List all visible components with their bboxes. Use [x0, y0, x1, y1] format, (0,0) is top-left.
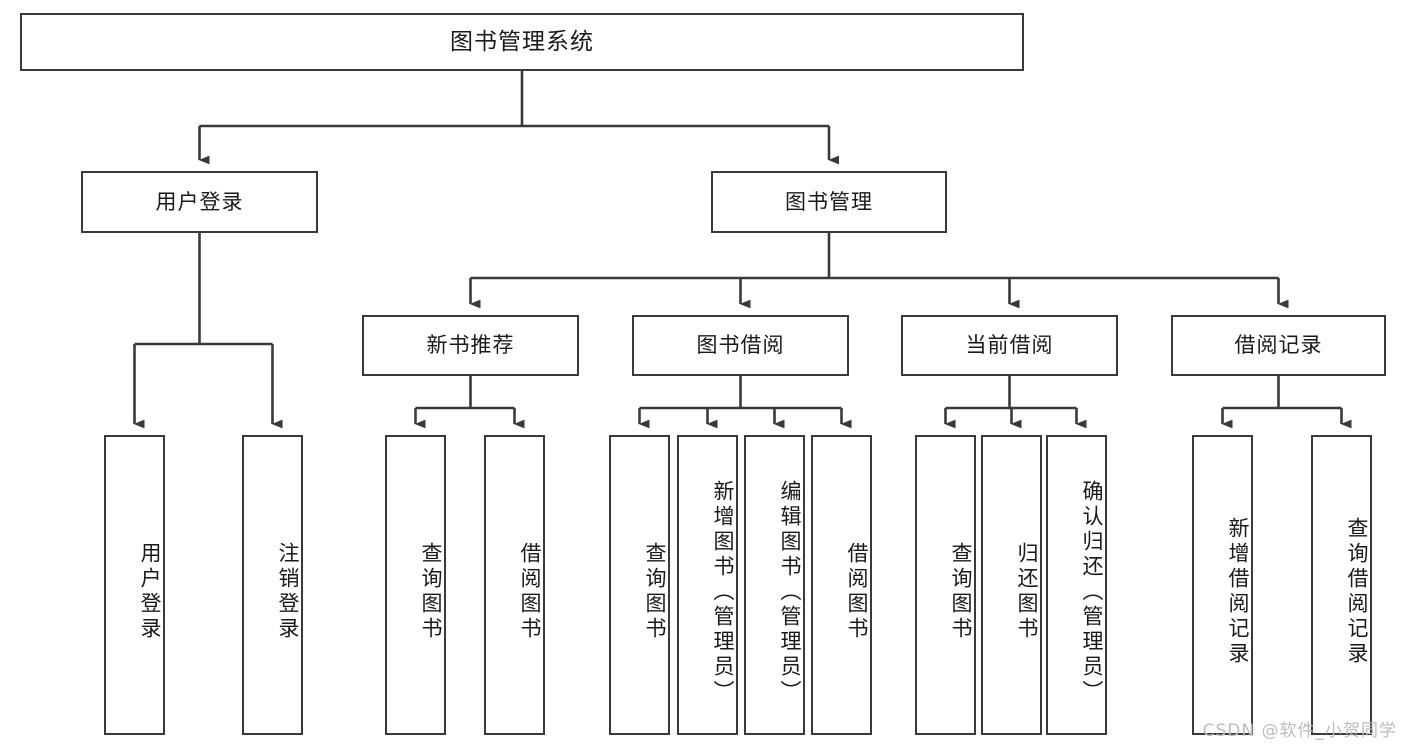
node-l4_2[interactable]: 查询图书 — [385, 435, 446, 735]
node-l2_1[interactable]: 图书管理 — [711, 171, 947, 233]
node-l2_0[interactable]: 用户登录 — [81, 171, 318, 233]
node-label: 图书管理 — [785, 189, 873, 214]
node-label: 编辑图书（管理员） — [778, 479, 802, 705]
node-label: 借阅记录 — [1234, 333, 1323, 358]
node-label: 查询借阅记录 — [1345, 517, 1369, 667]
node-label: 查询图书 — [419, 542, 443, 642]
node-label: 当前借阅 — [965, 333, 1054, 358]
node-label: 用户登录 — [155, 189, 244, 214]
node-l3_3[interactable]: 借阅记录 — [1171, 315, 1386, 376]
node-l4_0[interactable]: 用户登录 — [104, 435, 165, 735]
node-label: 图书管理系统 — [450, 28, 594, 55]
node-l4_11[interactable]: 新增借阅记录 — [1192, 435, 1253, 735]
node-l4_6[interactable]: 编辑图书（管理员） — [744, 435, 805, 735]
node-label: 借阅图书 — [845, 542, 869, 642]
node-label: 图书借阅 — [696, 333, 785, 358]
node-l4_8[interactable]: 查询图书 — [915, 435, 976, 735]
node-l4_4[interactable]: 查询图书 — [609, 435, 670, 735]
node-label: 借阅图书 — [518, 542, 542, 642]
node-l4_7[interactable]: 借阅图书 — [811, 435, 872, 735]
node-label: 注销登录 — [276, 542, 300, 642]
node-label: 确认归还（管理员） — [1080, 479, 1104, 705]
node-label: 新增图书（管理员） — [711, 479, 735, 705]
node-label: 归还图书 — [1015, 542, 1039, 642]
node-l4_9[interactable]: 归还图书 — [981, 435, 1042, 735]
node-root[interactable]: 图书管理系统 — [20, 13, 1024, 71]
node-label: 新增借阅记录 — [1226, 517, 1250, 667]
node-label: 用户登录 — [138, 542, 162, 642]
node-label: 查询图书 — [643, 542, 667, 642]
node-label: 新书推荐 — [426, 333, 515, 358]
node-l4_5[interactable]: 新增图书（管理员） — [677, 435, 738, 735]
node-l4_12[interactable]: 查询借阅记录 — [1311, 435, 1372, 735]
node-l4_10[interactable]: 确认归还（管理员） — [1046, 435, 1107, 735]
node-l4_3[interactable]: 借阅图书 — [484, 435, 545, 735]
node-l3_1[interactable]: 图书借阅 — [632, 315, 849, 376]
node-l3_2[interactable]: 当前借阅 — [901, 315, 1118, 376]
node-l4_1[interactable]: 注销登录 — [242, 435, 303, 735]
node-label: 查询图书 — [949, 542, 973, 642]
node-l3_0[interactable]: 新书推荐 — [362, 315, 579, 376]
